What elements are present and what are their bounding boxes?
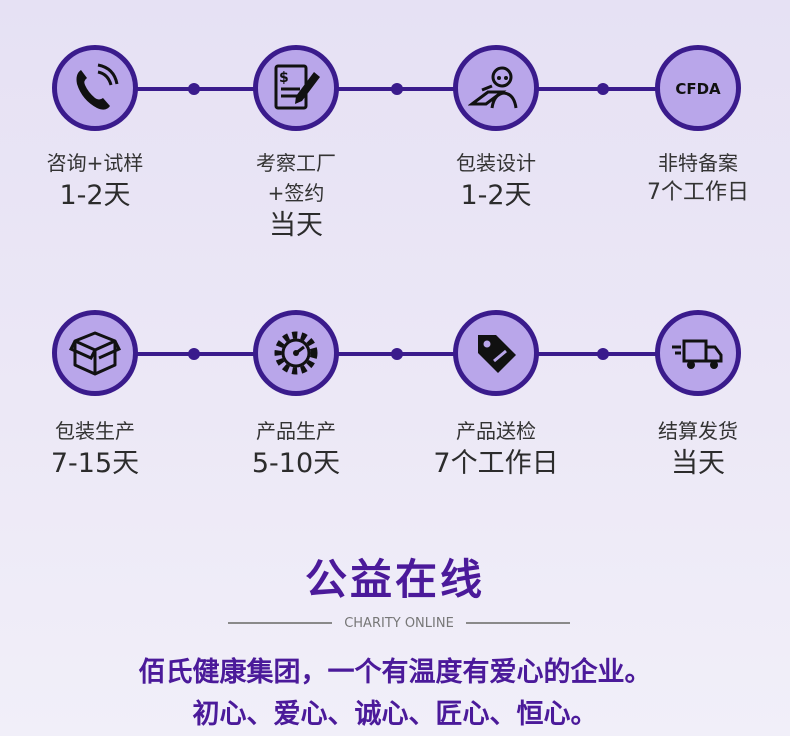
step-design: 包装设计 1-2天 — [411, 148, 581, 214]
step-name: 咨询+试样 — [46, 151, 144, 175]
step-inspection: 产品送检 7个工作日 — [411, 416, 581, 482]
step-visit: 考察工厂 +签约 当天 — [211, 148, 381, 244]
step-production: 产品生产 5-10天 — [211, 416, 381, 482]
step-name: 非特备案 — [658, 151, 738, 175]
section-subtitle: CHARITY ONLINE — [228, 613, 571, 633]
step-duration: 当天 — [671, 448, 725, 479]
connector-dot — [188, 83, 200, 95]
step-shipping: 结算发货 当天 — [613, 416, 783, 482]
step-duration: 5-10天 — [251, 448, 341, 479]
step-duration: 7个工作日 — [647, 180, 749, 205]
subtitle-text: CHARITY ONLINE — [344, 615, 454, 631]
cfda-icon: CFDA — [655, 45, 741, 131]
step-duration: 1-2天 — [59, 180, 131, 211]
step-duration: 7个工作日 — [433, 448, 559, 479]
step-duration: 1-2天 — [460, 180, 532, 211]
contract-icon: $ — [253, 45, 339, 131]
step-name-2: +签约 — [267, 181, 325, 205]
svg-text:CFDA: CFDA — [675, 80, 721, 98]
connector-dot — [391, 348, 403, 360]
step-consult: 咨询+试样 1-2天 — [10, 148, 180, 214]
tag-icon — [453, 310, 539, 396]
truck-icon — [655, 310, 741, 396]
step-duration: 7-15天 — [50, 448, 140, 479]
step-name: 包装设计 — [456, 151, 536, 175]
box-icon — [52, 310, 138, 396]
phone-icon — [52, 45, 138, 131]
connector-dot — [188, 348, 200, 360]
step-duration: 当天 — [269, 210, 323, 241]
connector-dot — [597, 83, 609, 95]
gear-gauge-icon — [253, 310, 339, 396]
divider — [228, 622, 333, 624]
step-name: 考察工厂 — [256, 151, 336, 175]
step-pack-production: 包装生产 7-15天 — [10, 416, 180, 482]
connector-dot — [597, 348, 609, 360]
divider — [465, 622, 571, 624]
slogan-line-2: 初心、爱心、诚心、匠心、恒心。 — [192, 699, 598, 730]
step-name: 产品生产 — [256, 419, 336, 443]
slogan-line-1: 佰氏健康集团，一个有温度有爱心的企业。 — [138, 657, 652, 688]
svg-text:$: $ — [279, 70, 289, 86]
step-name: 结算发货 — [658, 419, 738, 443]
step-name: 包装生产 — [55, 419, 135, 443]
section-title: 公益在线 — [304, 555, 485, 604]
connector-dot — [391, 83, 403, 95]
step-filing: 非特备案 7个工作日 — [613, 148, 783, 208]
designer-icon — [453, 45, 539, 131]
step-name: 产品送检 — [456, 419, 536, 443]
